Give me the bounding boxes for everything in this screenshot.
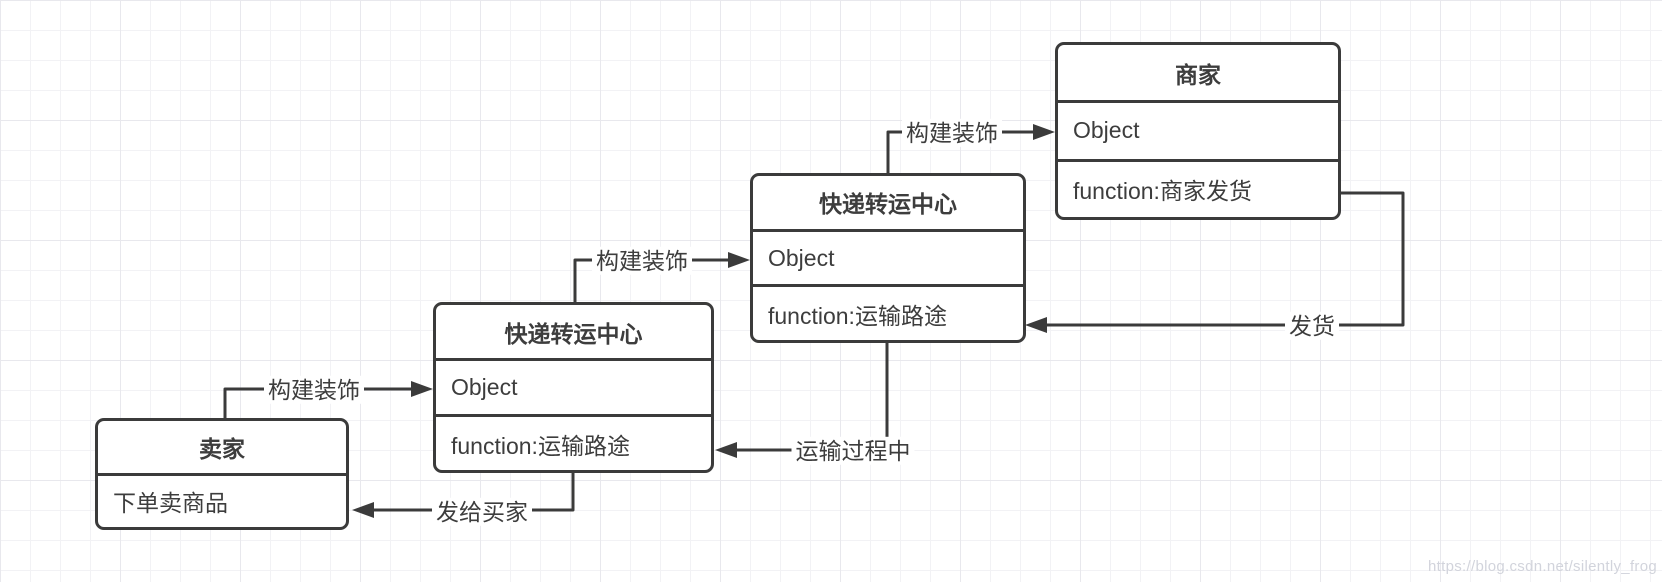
node-hub-upper: 快递转运中心 Object function:运输路途 — [750, 173, 1026, 343]
edge-label-to-buyer: 发给买家 — [432, 497, 532, 527]
arrow-left-icon — [352, 502, 374, 518]
edge-label-transit: 运输过程中 — [791, 436, 915, 466]
arrow-right-icon — [728, 252, 750, 268]
node-seller: 卖家 下单卖商品 — [95, 418, 349, 530]
edge-label-build-hub: 构建装饰 — [592, 246, 692, 276]
arrow-right-icon — [1033, 124, 1055, 140]
arrow-left-icon — [715, 442, 737, 458]
node-title: 卖家 — [199, 435, 245, 462]
node-row: Object — [1058, 100, 1338, 158]
node-merchant: 商家 Object function:商家发货 — [1055, 42, 1341, 220]
node-row: function:运输路途 — [436, 414, 711, 470]
arrow-left-icon — [1025, 317, 1047, 333]
node-row: function:商家发货 — [1058, 158, 1338, 217]
edge-ship-merchant-to-hub-upper — [1025, 191, 1405, 333]
edge-label-build-seller: 构建装饰 — [264, 375, 364, 405]
node-row: 下单卖商品 — [98, 472, 346, 528]
node-title: 快递转运中心 — [819, 191, 957, 218]
node-title: 快递转运中心 — [504, 320, 643, 347]
node-row: function:运输路途 — [753, 284, 1023, 340]
watermark: https://blog.csdn.net/silently_frog — [1428, 558, 1657, 575]
node-title: 商家 — [1175, 61, 1221, 88]
arrow-right-icon — [411, 381, 433, 397]
node-row: Object — [436, 358, 711, 414]
edge-label-build-merchant: 构建装饰 — [902, 118, 1002, 148]
node-hub-lower: 快递转运中心 Object function:运输路途 — [433, 302, 714, 473]
node-row: Object — [753, 228, 1023, 285]
edge-label-ship: 发货 — [1285, 311, 1339, 341]
